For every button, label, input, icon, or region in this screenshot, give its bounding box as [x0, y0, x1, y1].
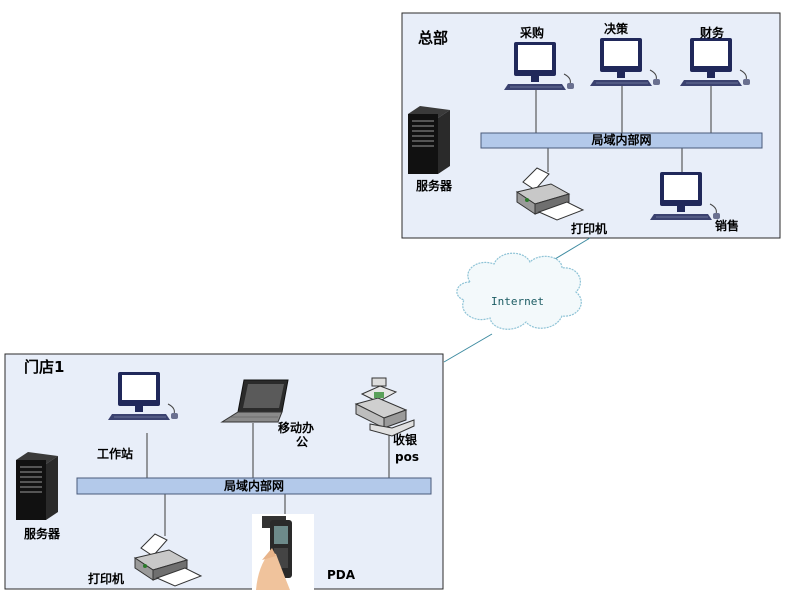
- pos-register-icon: [354, 377, 415, 437]
- pda-device-image: [252, 514, 314, 590]
- hq-title: 总部: [418, 29, 449, 47]
- hq-printer-label: 打印机: [571, 222, 608, 236]
- store-printer-label: 打印机: [88, 572, 125, 586]
- pda-label: PDA: [327, 568, 356, 582]
- store-server-icon: [16, 452, 58, 520]
- internet-label: Internet: [491, 295, 544, 308]
- store1-links: [146, 423, 390, 536]
- hq-server-icon: [408, 106, 450, 174]
- finance-label: 财务: [700, 26, 725, 40]
- hq-lan-label: 局域内部网: [591, 133, 652, 147]
- mobile-office-label-line1: 移动办: [278, 421, 315, 435]
- workstation-label: 工作站: [97, 447, 134, 461]
- sales-label: 销售: [715, 219, 740, 233]
- mobile-office-label-line2: 公: [296, 435, 309, 449]
- store1-lan-bar: [76, 477, 432, 495]
- headquarters-lan-bar: [480, 132, 763, 149]
- internet-cloud-icon: [456, 252, 582, 330]
- cashier-label-line1: 收银: [393, 433, 418, 447]
- procurement-label: 采购: [520, 26, 545, 40]
- store1-lan-label: 局域内部网: [223, 479, 284, 493]
- hq-server-label: 服务器: [416, 179, 453, 193]
- laptop-icon: [220, 379, 289, 423]
- headquarters-links: [535, 84, 712, 172]
- store-server-label: 服务器: [24, 527, 61, 541]
- store1-title: 门店1: [24, 358, 65, 376]
- decision-label: 决策: [604, 22, 629, 36]
- store-internet-link: [443, 333, 493, 363]
- cashier-label-line2: pos: [395, 450, 419, 464]
